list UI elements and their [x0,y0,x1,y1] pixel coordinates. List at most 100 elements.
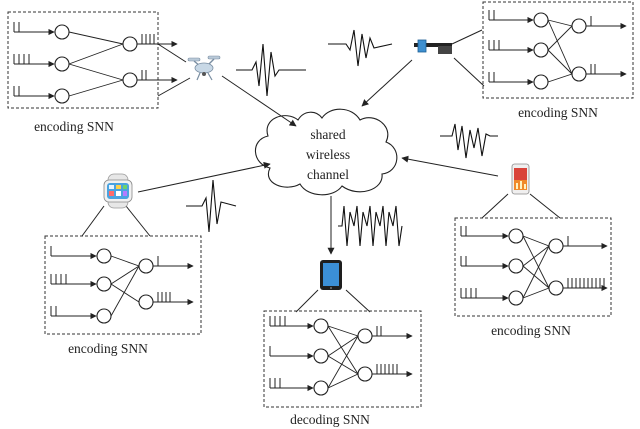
input-neuron [313,318,329,334]
box-tl-to-drone-link-1 [157,43,187,63]
synapse-line [110,255,140,267]
drone-to-cloud-arrow [221,75,297,127]
dashed-box-frame [7,11,159,109]
input-spike-train [13,86,20,96]
synapse-line [522,235,550,289]
input-spike-train [488,72,495,82]
input-neuron [54,56,70,72]
output-neuron [122,36,138,52]
output-neuron [122,72,138,88]
output-spike-train [141,70,147,80]
input-neuron [533,42,549,58]
input-neuron [96,248,112,264]
output-neuron [571,18,587,34]
input-neuron [96,308,112,324]
smart-glasses-icon [414,39,452,54]
dashed-box-frame [263,310,422,408]
output-neuron [548,280,564,296]
output-neuron [571,66,587,82]
input-neuron [508,258,524,274]
synapse-line [68,79,124,97]
decoder-box [263,310,422,408]
tablet-icon [320,260,342,290]
input-neuron [313,380,329,396]
output-spike-train [157,292,171,302]
label-encoder-top-left: encoding SNN [34,119,114,134]
input-spike-train [460,288,477,298]
cloud-label-channel: channel [307,167,349,182]
output-neuron [138,294,154,310]
input-spike-train [269,378,281,388]
synapse-line [547,25,573,51]
encoder-top-left-box [7,11,178,109]
output-neuron [138,258,154,274]
synapse-line [522,287,550,299]
input-spike-train [460,226,467,236]
dashed-box-frame [482,1,634,99]
glasses-to-cloud-arrow [361,59,413,107]
input-spike-train [13,54,30,64]
waveform-phone [440,123,498,159]
glasses-to-box-tr-link-2 [453,57,485,87]
input-spike-train [488,10,495,20]
output-spike-train [590,64,596,74]
output-spike-train [376,326,382,336]
synapse-line [327,373,359,389]
synapse-line [327,325,359,375]
tablet-to-decoder-link-1 [295,289,319,313]
label-encoder-top-right: encoding SNN [518,105,598,120]
output-neuron [548,238,564,254]
waveform-drone [236,43,306,97]
output-spike-train [376,364,398,374]
synapse-line [522,245,550,267]
dashed-box-frame [44,235,202,335]
synapse-line [522,245,550,299]
synapse-line [110,265,140,285]
encoder-bottom-left-box [44,235,202,335]
synapse-line [327,325,359,337]
synapse-line [327,335,359,357]
output-spike-train [141,34,155,44]
cloud-label-wireless: wireless [306,147,350,162]
synapse-line [68,31,124,45]
waveform-watch [186,179,237,233]
input-neuron [533,74,549,90]
label-decoder: decoding SNN [290,412,370,427]
synapse-line [547,73,573,83]
output-neuron [357,366,373,382]
output-neuron [357,328,373,344]
phone-to-box-br-link-2 [529,193,561,219]
drone-icon [187,55,221,81]
synapse-line [68,63,124,81]
input-spike-train [269,316,286,326]
phone-to-box-br-link-1 [481,193,509,219]
label-encoder-bottom-right: encoding SNN [491,323,571,338]
watch-to-cloud-arrow [137,161,271,193]
glasses-to-box-tr-link-1 [451,29,483,45]
encoder-top-right-box [482,1,634,99]
input-neuron [313,348,329,364]
watch-to-box-bl-link-2 [125,205,151,237]
synapse-line [522,235,550,247]
input-spike-train [488,40,500,50]
smartphone-icon [511,163,530,195]
input-neuron [508,290,524,306]
output-spike-train [567,278,605,288]
input-neuron [508,228,524,244]
watch-to-box-bl-link-1 [81,205,105,237]
synapse-line [522,265,550,289]
shared-wireless-channel-cloud: shared wireless channel [254,108,398,196]
smartwatch-icon [103,173,133,209]
synapse-line [68,43,124,65]
synapse-line [547,19,573,27]
synapse-line [327,355,359,375]
synapse-line [547,49,573,75]
input-neuron [96,276,112,292]
synapse-line [110,265,140,317]
input-spike-train [460,256,467,266]
phone-to-cloud-arrow [401,155,499,177]
encoder-bottom-right-box [454,217,612,317]
tablet-to-decoder-link-2 [345,289,371,313]
input-neuron [533,12,549,28]
